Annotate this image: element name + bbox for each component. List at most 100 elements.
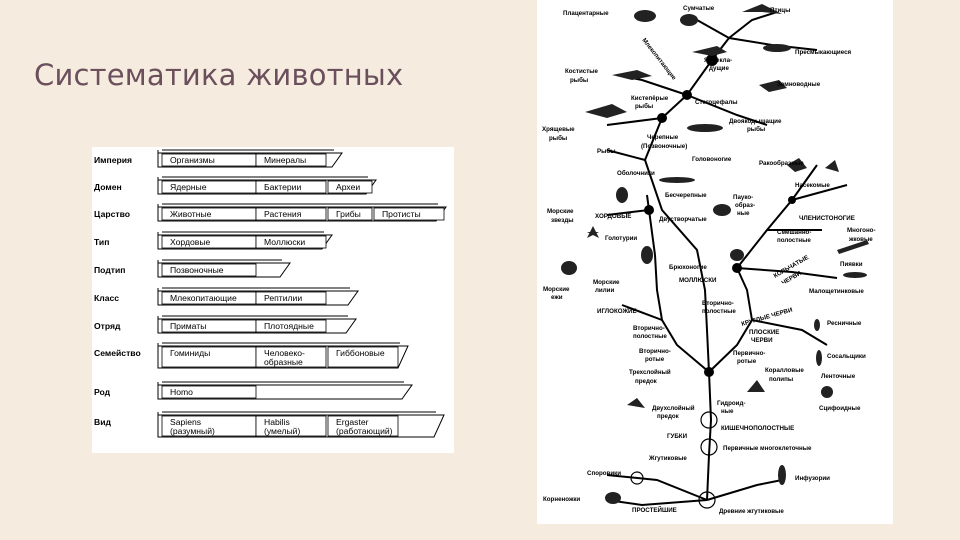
label-protozoa: ПРОСТЕЙШИЕ [632, 506, 677, 514]
taxon-name: Бактерии [264, 182, 301, 192]
rank-label: Царство [94, 209, 130, 219]
label-lilies-1: Морские [593, 279, 620, 286]
label-roundworms: КРУГЛЫЕ ЧЕРВИ [741, 306, 794, 327]
label-stegocephals: Стегоцефалы [695, 99, 738, 106]
label-arachnids-3: ные [737, 210, 750, 217]
label-starfish-2: звезды [551, 217, 574, 224]
label-arachnids-2: образ- [735, 202, 755, 209]
label-lobefin-2: рыбы [635, 103, 653, 110]
label-deuterostome-mouth-1: Вторично- [639, 348, 671, 355]
row-frame [157, 414, 445, 438]
rank-label: Отряд [94, 321, 121, 331]
taxon-name: Ergaster [336, 417, 369, 427]
tree-labels: Плацентарные Сумчатые Птицы Млекопитающи… [542, 5, 876, 515]
label-tunicates: Оболочники [617, 170, 655, 177]
label-urchins-1: Морские [543, 286, 570, 293]
rank-label: Класс [94, 293, 119, 303]
label-scyphoid: Сцифоидные [819, 405, 861, 412]
taxon-name-sub: образные [264, 357, 303, 367]
label-arthropods: ЧЛЕНИСТОНОГИЕ [799, 215, 855, 222]
label-corals-2: полипы [769, 376, 793, 383]
taxon-cell [327, 180, 373, 194]
taxon-cell [327, 415, 399, 437]
label-mixocoel-1: Смешанно- [777, 229, 811, 236]
tree-ancestor-circles [630, 411, 718, 509]
taxon-name: Млекопитающие [170, 293, 237, 303]
label-bivalves: Двустворчатые [659, 216, 707, 223]
taxon-name-sub: (умелый) [264, 426, 300, 436]
label-sponges: ГУБКИ [667, 433, 688, 440]
label-marsupials: Сумчатые [683, 5, 715, 12]
taxon-name: Организмы [170, 155, 215, 165]
taxon-cell [255, 207, 327, 221]
rank-label: Домен [94, 182, 122, 192]
label-fish: Рыбы [597, 148, 616, 155]
label-myriapods-1: Многоно- [847, 227, 876, 234]
label-egglaying-1: Яйцекла- [704, 57, 732, 64]
label-lobefin-1: Кистепёрые [631, 95, 669, 102]
label-lungfish-2: рыбы [747, 126, 765, 133]
taxon-cell [255, 319, 327, 333]
label-crustaceans: Ракообразные [759, 160, 804, 167]
row-frame [157, 345, 409, 369]
label-triploblast-2: предок [635, 378, 658, 385]
rank-label: Подтип [94, 265, 125, 275]
taxon-name: Минералы [264, 155, 306, 165]
label-lilies-2: лилии [595, 287, 614, 294]
label-mixocoel-2: полостные [777, 237, 811, 244]
taxon-name: Хордовые [170, 237, 211, 247]
taxon-name: Археи [336, 182, 360, 192]
slide-title: Систематика животных [34, 58, 404, 92]
row-frame [157, 206, 447, 222]
label-protostomes-2: ротые [737, 358, 757, 365]
taxon-name: Плотоядные [264, 321, 314, 331]
row-frame [157, 234, 333, 250]
label-leeches: Пиявки [840, 261, 863, 268]
taxon-cell [255, 291, 327, 305]
taxon-cell [161, 263, 257, 277]
label-craniates-2: (Позвоночные) [641, 143, 687, 150]
label-gastropods: Брюхоногие [669, 264, 707, 271]
label-ciliates: Инфузории [795, 475, 830, 482]
label-flagellates: Жгутиковые [648, 455, 687, 462]
taxon-name: Рептилии [264, 293, 302, 303]
row-frame [157, 152, 343, 168]
taxon-name-sub: (разумный) [170, 426, 215, 436]
rank-label: Тип [94, 237, 109, 247]
taxon-name: Животные [170, 209, 212, 219]
label-echinoderms: ИГЛОКОЖИЕ [597, 308, 637, 315]
taxon-cell [255, 153, 327, 167]
label-hydroid-2: ные [721, 408, 734, 415]
tree-svg: Плацентарные Сумчатые Птицы Млекопитающи… [542, 4, 876, 515]
taxon-name: Гоминиды [170, 348, 210, 358]
label-deuterostome-mouth-2: ротые [645, 356, 665, 363]
label-birds: Птицы [770, 7, 790, 14]
taxon-name: Грибы [336, 209, 361, 219]
label-bony-2: рыбы [570, 77, 588, 84]
taxon-name: Растения [264, 209, 302, 219]
label-ciliated: Ресничные [827, 320, 862, 327]
label-diploblast-1: Двухслойный [652, 405, 695, 412]
rank-label: Вид [94, 417, 111, 427]
label-reptiles: Пресмыкающиеся [795, 49, 852, 56]
label-secondary-cavity-1: Вторично- [702, 300, 734, 307]
label-oligochaetes: Малощетинковые [809, 288, 864, 295]
label-cephalopods: Головоногие [692, 156, 732, 163]
label-lungfish-1: Двоякодышащие [729, 118, 782, 125]
label-protostomes-1: Первично- [733, 350, 765, 357]
taxon-name: Habilis [264, 417, 290, 427]
label-cartilage-2: рыбы [549, 135, 567, 142]
label-ancient-flagellates: Древние жгутиковые [719, 508, 784, 515]
taxon-name: Моллюски [264, 237, 305, 247]
label-cartilage-1: Хрящевые [542, 126, 575, 133]
rank-label: Семейство [94, 348, 141, 358]
label-deuterostomes-1: Вторично- [633, 325, 665, 332]
label-holothurians: Голотурии [605, 235, 637, 242]
label-egglaying-2: дущие [709, 65, 729, 72]
taxon-cell [255, 346, 327, 368]
row-frame [157, 318, 357, 334]
label-tapeworms: Ленточные [821, 373, 856, 380]
row-frame [157, 262, 291, 278]
label-coelenterates: КИШЕЧНОПОЛОСТНЫЕ [721, 425, 794, 432]
